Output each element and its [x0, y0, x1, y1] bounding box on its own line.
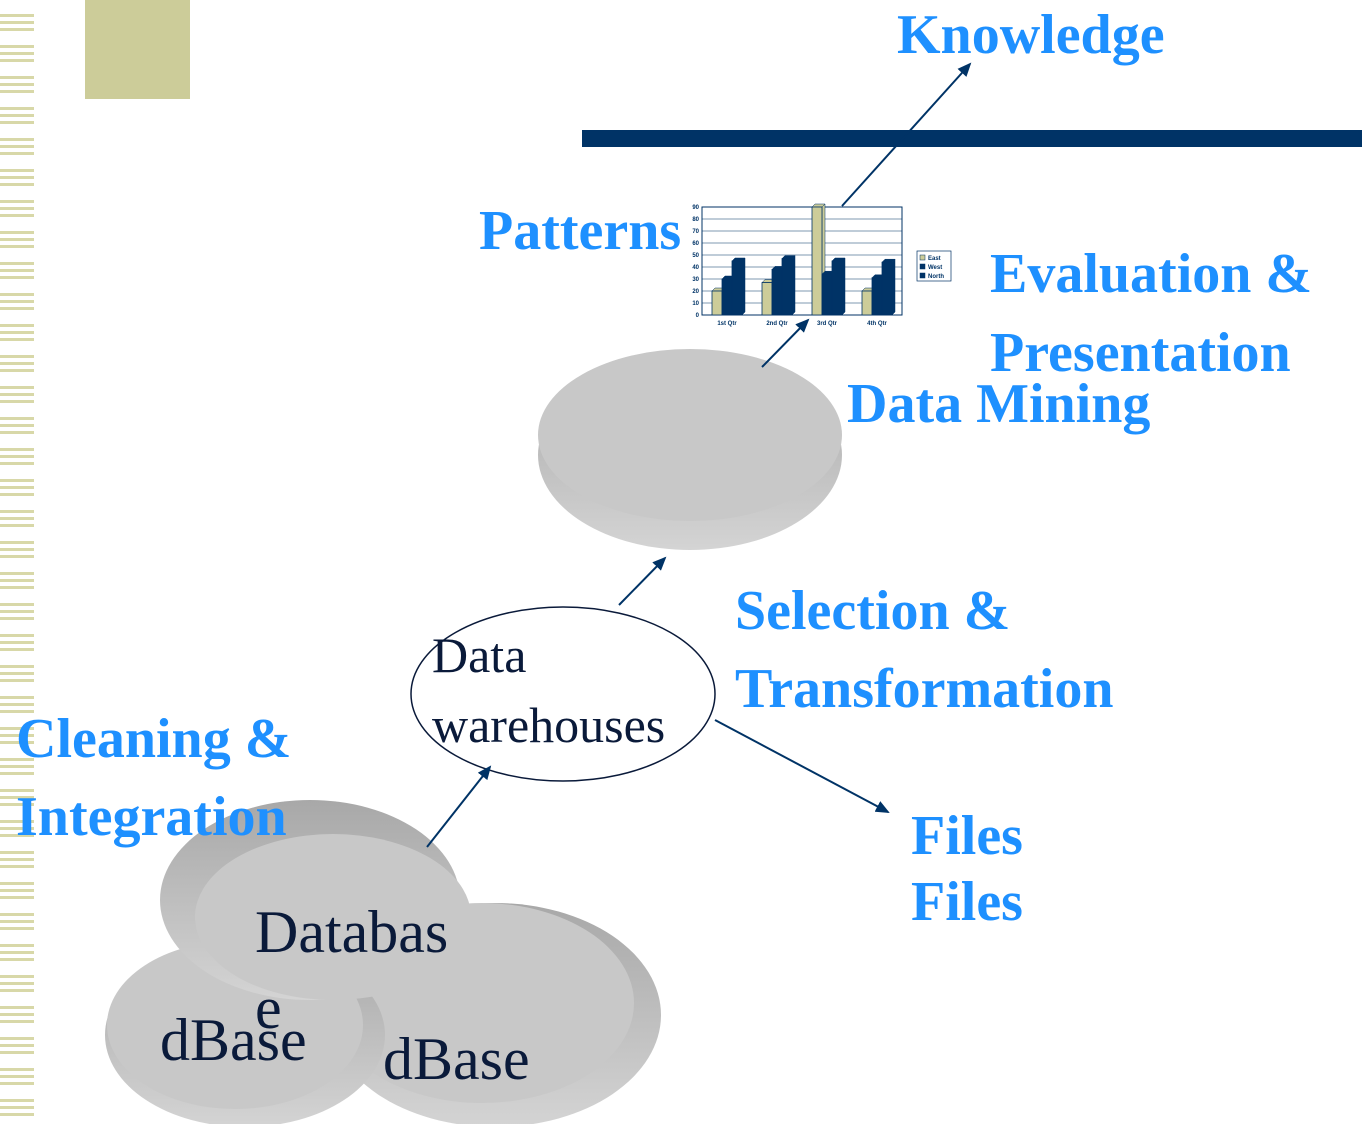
chart-bar-west: [821, 273, 833, 316]
chart-bar-west: [721, 278, 733, 316]
chart-legend-swatch: [919, 254, 926, 261]
arrow-patterns-to-knowledge: [841, 62, 972, 207]
chart-bar-east: [761, 282, 773, 316]
chart-bar-north: [831, 260, 843, 316]
arrow-warehouse-to-datamining: [618, 556, 667, 606]
chart-legend-label: East: [928, 256, 941, 262]
chart-legend-swatch: [919, 263, 926, 270]
cleaning-label-line1: Cleaning &: [16, 708, 292, 770]
knowledge-label: Knowledge: [897, 4, 1165, 66]
chart-bar-north: [781, 258, 793, 316]
chart-legend-label: North: [928, 274, 944, 280]
chart-y-tick-label: 70: [692, 229, 699, 235]
data-mining-label: Data Mining: [847, 373, 1151, 435]
selection-label-line2: Transformation: [735, 658, 1114, 720]
arrow-datamining-to-patterns: [761, 318, 810, 368]
chart-bar-west: [871, 277, 883, 316]
chart-bar-north: [881, 261, 893, 316]
chart-y-tick-label: 30: [692, 277, 699, 283]
evaluation-label-line1: Evaluation &: [990, 243, 1313, 305]
chart-y-tick-label: 10: [692, 301, 699, 307]
chart-y-tick-label: 90: [692, 205, 699, 211]
warehouse-text-line1: Data: [432, 627, 527, 683]
chart-bar-east: [861, 290, 873, 316]
title-bar: [582, 130, 1362, 147]
chart-bar-side: [891, 258, 896, 316]
files-label-2: Files: [911, 871, 1023, 933]
selection-label-line1: Selection &: [735, 580, 1011, 642]
chart-bar-east: [811, 206, 823, 316]
chart-y-tick-label: 50: [692, 253, 699, 259]
patterns-bar-chart: 0 10 20 30 40 50 60 70 80 90 1st Qtr 2nd Qtr 3rd Qtr…: [692, 203, 952, 327]
chart-bar-east: [711, 290, 723, 316]
chart-y-tick-label: 20: [692, 289, 699, 295]
chart-y-tick-label: 0: [696, 313, 700, 319]
chart-legend-label: West: [928, 265, 942, 271]
chart-x-tick-label: 3rd Qtr: [817, 321, 838, 327]
left-stripe-border: [0, 14, 34, 1116]
warehouse-text-line2: warehouses: [432, 697, 666, 753]
database-text-line1: Databas: [255, 899, 449, 965]
arrow-warehouse-to-files: [714, 719, 890, 813]
cleaning-label-line2: Integration: [16, 786, 287, 848]
patterns-label: Patterns: [479, 200, 682, 262]
chart-bar-side: [791, 254, 796, 316]
chart-bar-side: [741, 257, 746, 316]
chart-x-tick-label: 1st Qtr: [717, 321, 737, 327]
chart-y-tick-label: 40: [692, 265, 699, 271]
chart-x-tick-label: 4th Qtr: [867, 321, 887, 327]
chart-bar-north: [731, 260, 743, 316]
database-disk: [160, 800, 471, 1000]
data-warehouse-node: [410, 606, 716, 782]
data-mining-disk: [538, 349, 842, 550]
chart-y-tick-label: 80: [692, 217, 699, 223]
chart-bar-west: [771, 268, 783, 316]
evaluation-label-line2: Presentation: [990, 322, 1291, 384]
chart-x-tick-label: 2nd Qtr: [766, 321, 788, 327]
arrow-database-to-warehouse: [426, 765, 492, 848]
corner-square: [85, 0, 190, 99]
chart-legend-swatch: [919, 272, 926, 279]
chart-bar-side: [841, 257, 846, 316]
chart-y-tick-label: 60: [692, 241, 699, 247]
database-text-line2: e: [255, 975, 282, 1041]
files-label-1: Files: [911, 805, 1023, 867]
dbase-right-text: dBase: [383, 1026, 530, 1092]
dbase-left-text: dBase: [160, 1007, 307, 1073]
